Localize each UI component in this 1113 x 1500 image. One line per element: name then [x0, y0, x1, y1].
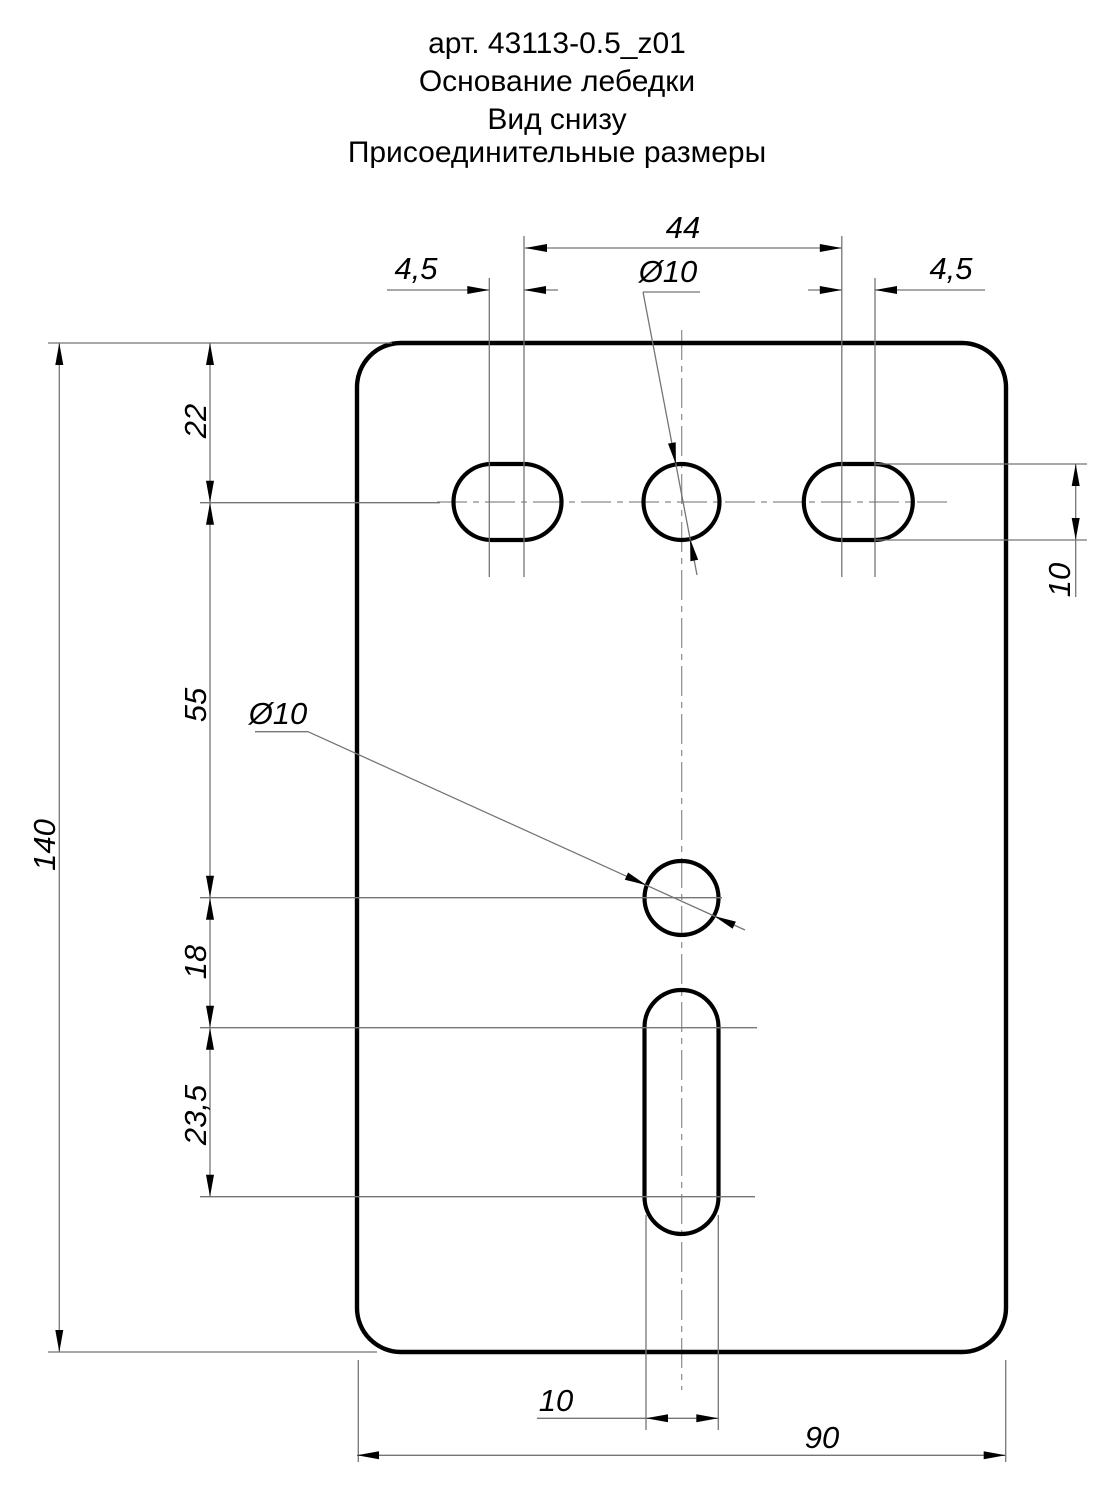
arrowhead-left [525, 244, 547, 252]
arrowhead-down [55, 1330, 64, 1352]
dim-label-10-bottom: 10 [539, 1383, 573, 1418]
leader-line [642, 291, 698, 576]
dim-label-dia10-top: Ø10 [638, 254, 698, 289]
arrowhead-right [819, 286, 842, 294]
dim-slot-offset-right: 4,5 [808, 251, 985, 294]
extension-lines [48, 236, 1087, 1462]
arrowhead-right [714, 916, 736, 929]
dim-left-stack: 22 55 18 23,5 [178, 343, 214, 1197]
arrowhead-right [467, 286, 490, 294]
dim-label-22: 22 [178, 404, 213, 439]
slot-hole-top-right [801, 461, 915, 543]
slot-hole-top-left [451, 461, 564, 543]
dim-plate-width: 90 [357, 1420, 1006, 1460]
arrowhead-left [646, 1414, 668, 1423]
arrowhead-down [1071, 518, 1080, 540]
arrowhead-down [206, 875, 214, 898]
arrowhead-down [206, 1174, 214, 1197]
arrowhead-right [696, 1414, 719, 1423]
dim-bottom-slot-width: 10 [537, 1383, 719, 1423]
dim-label-140: 140 [27, 819, 62, 871]
dim-label-4-5-right: 4,5 [929, 251, 973, 286]
dim-right-slot-width: 10 [1042, 464, 1080, 597]
title-part-name: Основание лебедки [419, 65, 695, 98]
dim-plate-height: 140 [27, 343, 64, 1352]
arrowhead-upper [668, 442, 676, 465]
arrowhead-left [357, 1451, 379, 1460]
dim-label-23-5: 23,5 [178, 1084, 213, 1146]
dim-slot-offset-left: 4,5 [387, 251, 558, 294]
arrowhead-right [983, 1451, 1006, 1460]
leader-line [307, 731, 746, 931]
dim-label-10-right: 10 [1042, 563, 1077, 597]
plate [354, 340, 1009, 1355]
arrowhead-up [55, 343, 64, 365]
arrowhead-left [624, 872, 647, 886]
dim-label-44: 44 [666, 210, 700, 245]
arrowhead-right [819, 244, 842, 252]
title-view: Вид снизу [487, 103, 626, 136]
dim-label-18: 18 [178, 944, 213, 979]
arrowhead-lower [690, 539, 699, 562]
dim-label-55: 55 [178, 687, 213, 722]
drawing-title: арт. 43113-0.5_z01 Основание лебедки Вид… [348, 27, 766, 169]
arrowhead-up [206, 1027, 214, 1050]
dim-middle-hole-diameter: Ø10 [248, 696, 746, 931]
dim-label-4-5-left: 4,5 [394, 251, 438, 286]
arrowhead-left [875, 286, 897, 294]
dim-label-90: 90 [805, 1420, 839, 1455]
title-dim-note: Присоединительные размеры [348, 136, 766, 169]
arrowhead-up [206, 343, 214, 365]
dim-label-dia10-middle: Ø10 [248, 696, 308, 731]
arrowhead-up [1071, 464, 1080, 486]
arrowhead-down [206, 480, 214, 503]
arrowhead-up [206, 502, 214, 525]
dim-top-hole-span: 44 [525, 210, 842, 252]
plate-outline [354, 340, 1009, 1355]
arrowhead-down [206, 1005, 214, 1028]
arrowhead-left [524, 286, 546, 294]
hole-top-center [641, 461, 722, 543]
title-article: арт. 43113-0.5_z01 [428, 27, 686, 60]
dim-top-hole-diameter: Ø10 [638, 254, 700, 576]
slot-hole-bottom [642, 987, 721, 1237]
arrowhead-up [206, 897, 214, 920]
